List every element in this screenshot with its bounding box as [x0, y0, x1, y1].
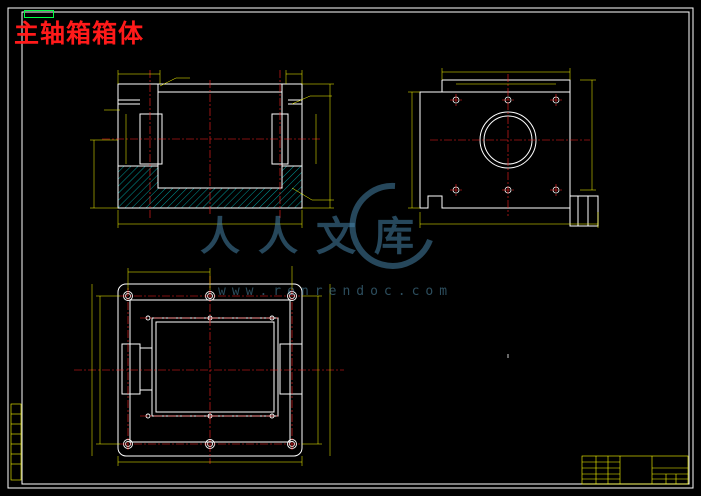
- left-revision-strip: [10, 403, 22, 481]
- side-view: [408, 68, 599, 228]
- drawing-number-tag: [24, 10, 54, 18]
- hatched-section-left: [118, 166, 158, 208]
- watermark-url: www.renrendoc.com: [218, 284, 454, 299]
- side-view-bolt-holes: [452, 96, 560, 194]
- sheet-border: [7, 7, 694, 489]
- hatched-section-bottom: [158, 188, 282, 208]
- watermark-brand: 人人文库: [200, 214, 432, 260]
- drawing-title: 主轴箱箱体: [14, 19, 145, 48]
- hatched-section-right: [282, 166, 302, 208]
- title-block: [581, 455, 689, 485]
- watermark-logo-icon: [349, 182, 433, 269]
- top-view: [74, 266, 344, 466]
- front-section-view: [90, 70, 334, 228]
